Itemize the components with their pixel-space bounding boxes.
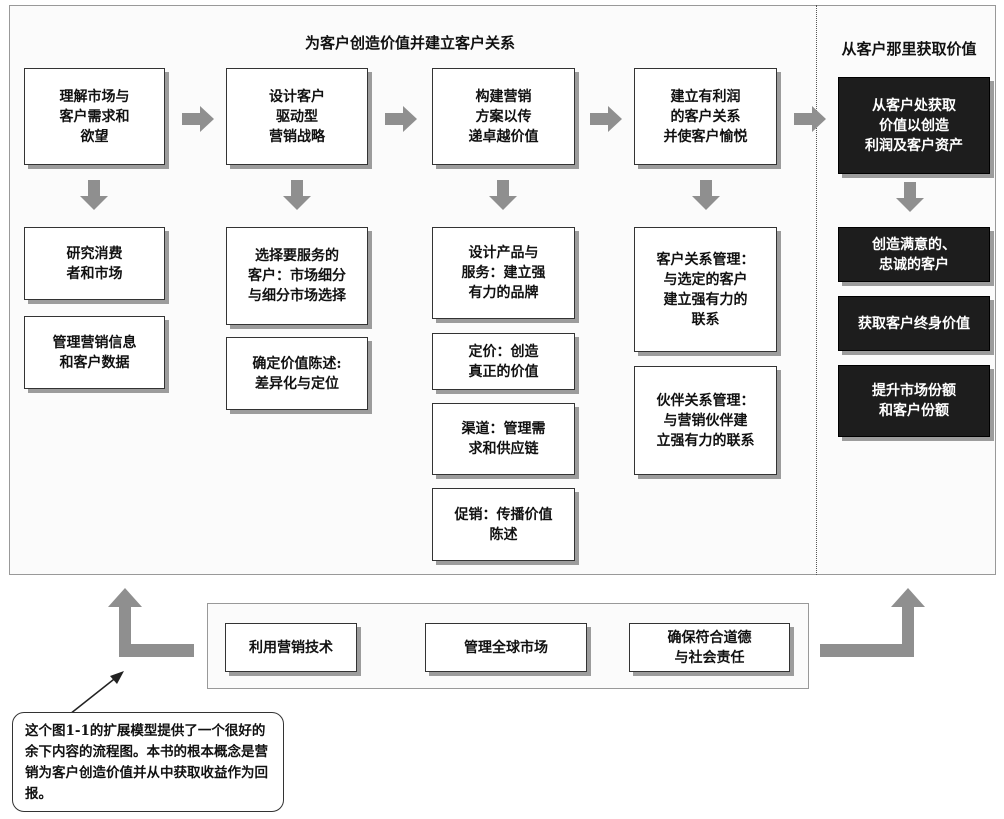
header-create-value: 为客户创造价值并建立客户关系: [304, 34, 515, 52]
item-product-service: 设计产品与 服务：建立强 有力的品牌: [432, 227, 575, 319]
item-promotion: 促销：传播价值 陈述: [432, 488, 575, 561]
item-select-customers: 选择要服务的 客户：市场细分 与细分市场选择: [226, 227, 368, 325]
bottom-marketing-technology: 利用营销技术: [225, 623, 357, 672]
step-build-relationships: 建立有利润 的客户关系 并使客户愉悦: [634, 68, 777, 165]
item-crm: 客户关系管理： 与选定的客户 建立强有力的 联系: [634, 227, 777, 352]
step-design-strategy: 设计客户 驱动型 营销战略: [226, 68, 368, 165]
header-capture-value: 从客户那里获取价值: [841, 40, 977, 58]
item-research-consumers: 研究消费 者和市场: [24, 227, 165, 300]
step-understand-market: 理解市场与 客户需求和 欲望: [24, 68, 165, 165]
item-channels: 渠道：管理需 求和供应链: [432, 403, 575, 475]
item-value-proposition: 确定价值陈述: 差异化与定位: [226, 337, 368, 410]
step-capture-value: 从客户处获取 价值以创造 利润及客户资产: [838, 77, 990, 174]
note-pointer: [69, 671, 124, 715]
left-return-arrow: [108, 588, 194, 657]
right-return-arrow: [820, 588, 925, 657]
step-build-program: 构建营销 方案以传 递卓越价值: [432, 68, 575, 165]
item-market-share: 提升市场份额 和客户份额: [838, 365, 990, 437]
item-pricing: 定价：创造 真正的价值: [432, 333, 575, 390]
item-manage-marketing-info: 管理营销信息 和客户数据: [24, 316, 165, 389]
item-satisfied-customers: 创造满意的、 忠诚的客户: [838, 227, 990, 282]
bottom-global-markets: 管理全球市场: [425, 623, 587, 672]
item-lifetime-value: 获取客户终身价值: [838, 296, 990, 351]
item-partner-relationship: 伙伴关系管理： 与营销伙伴建 立强有力的联系: [634, 366, 777, 475]
bottom-ethics-responsibility: 确保符合道德 与社会责任: [629, 623, 790, 672]
section-divider: [816, 5, 817, 575]
explanatory-note: 这个图1-1的扩展模型提供了一个很好的余下内容的流程图。本书的根本概念是营销为客…: [12, 712, 284, 812]
